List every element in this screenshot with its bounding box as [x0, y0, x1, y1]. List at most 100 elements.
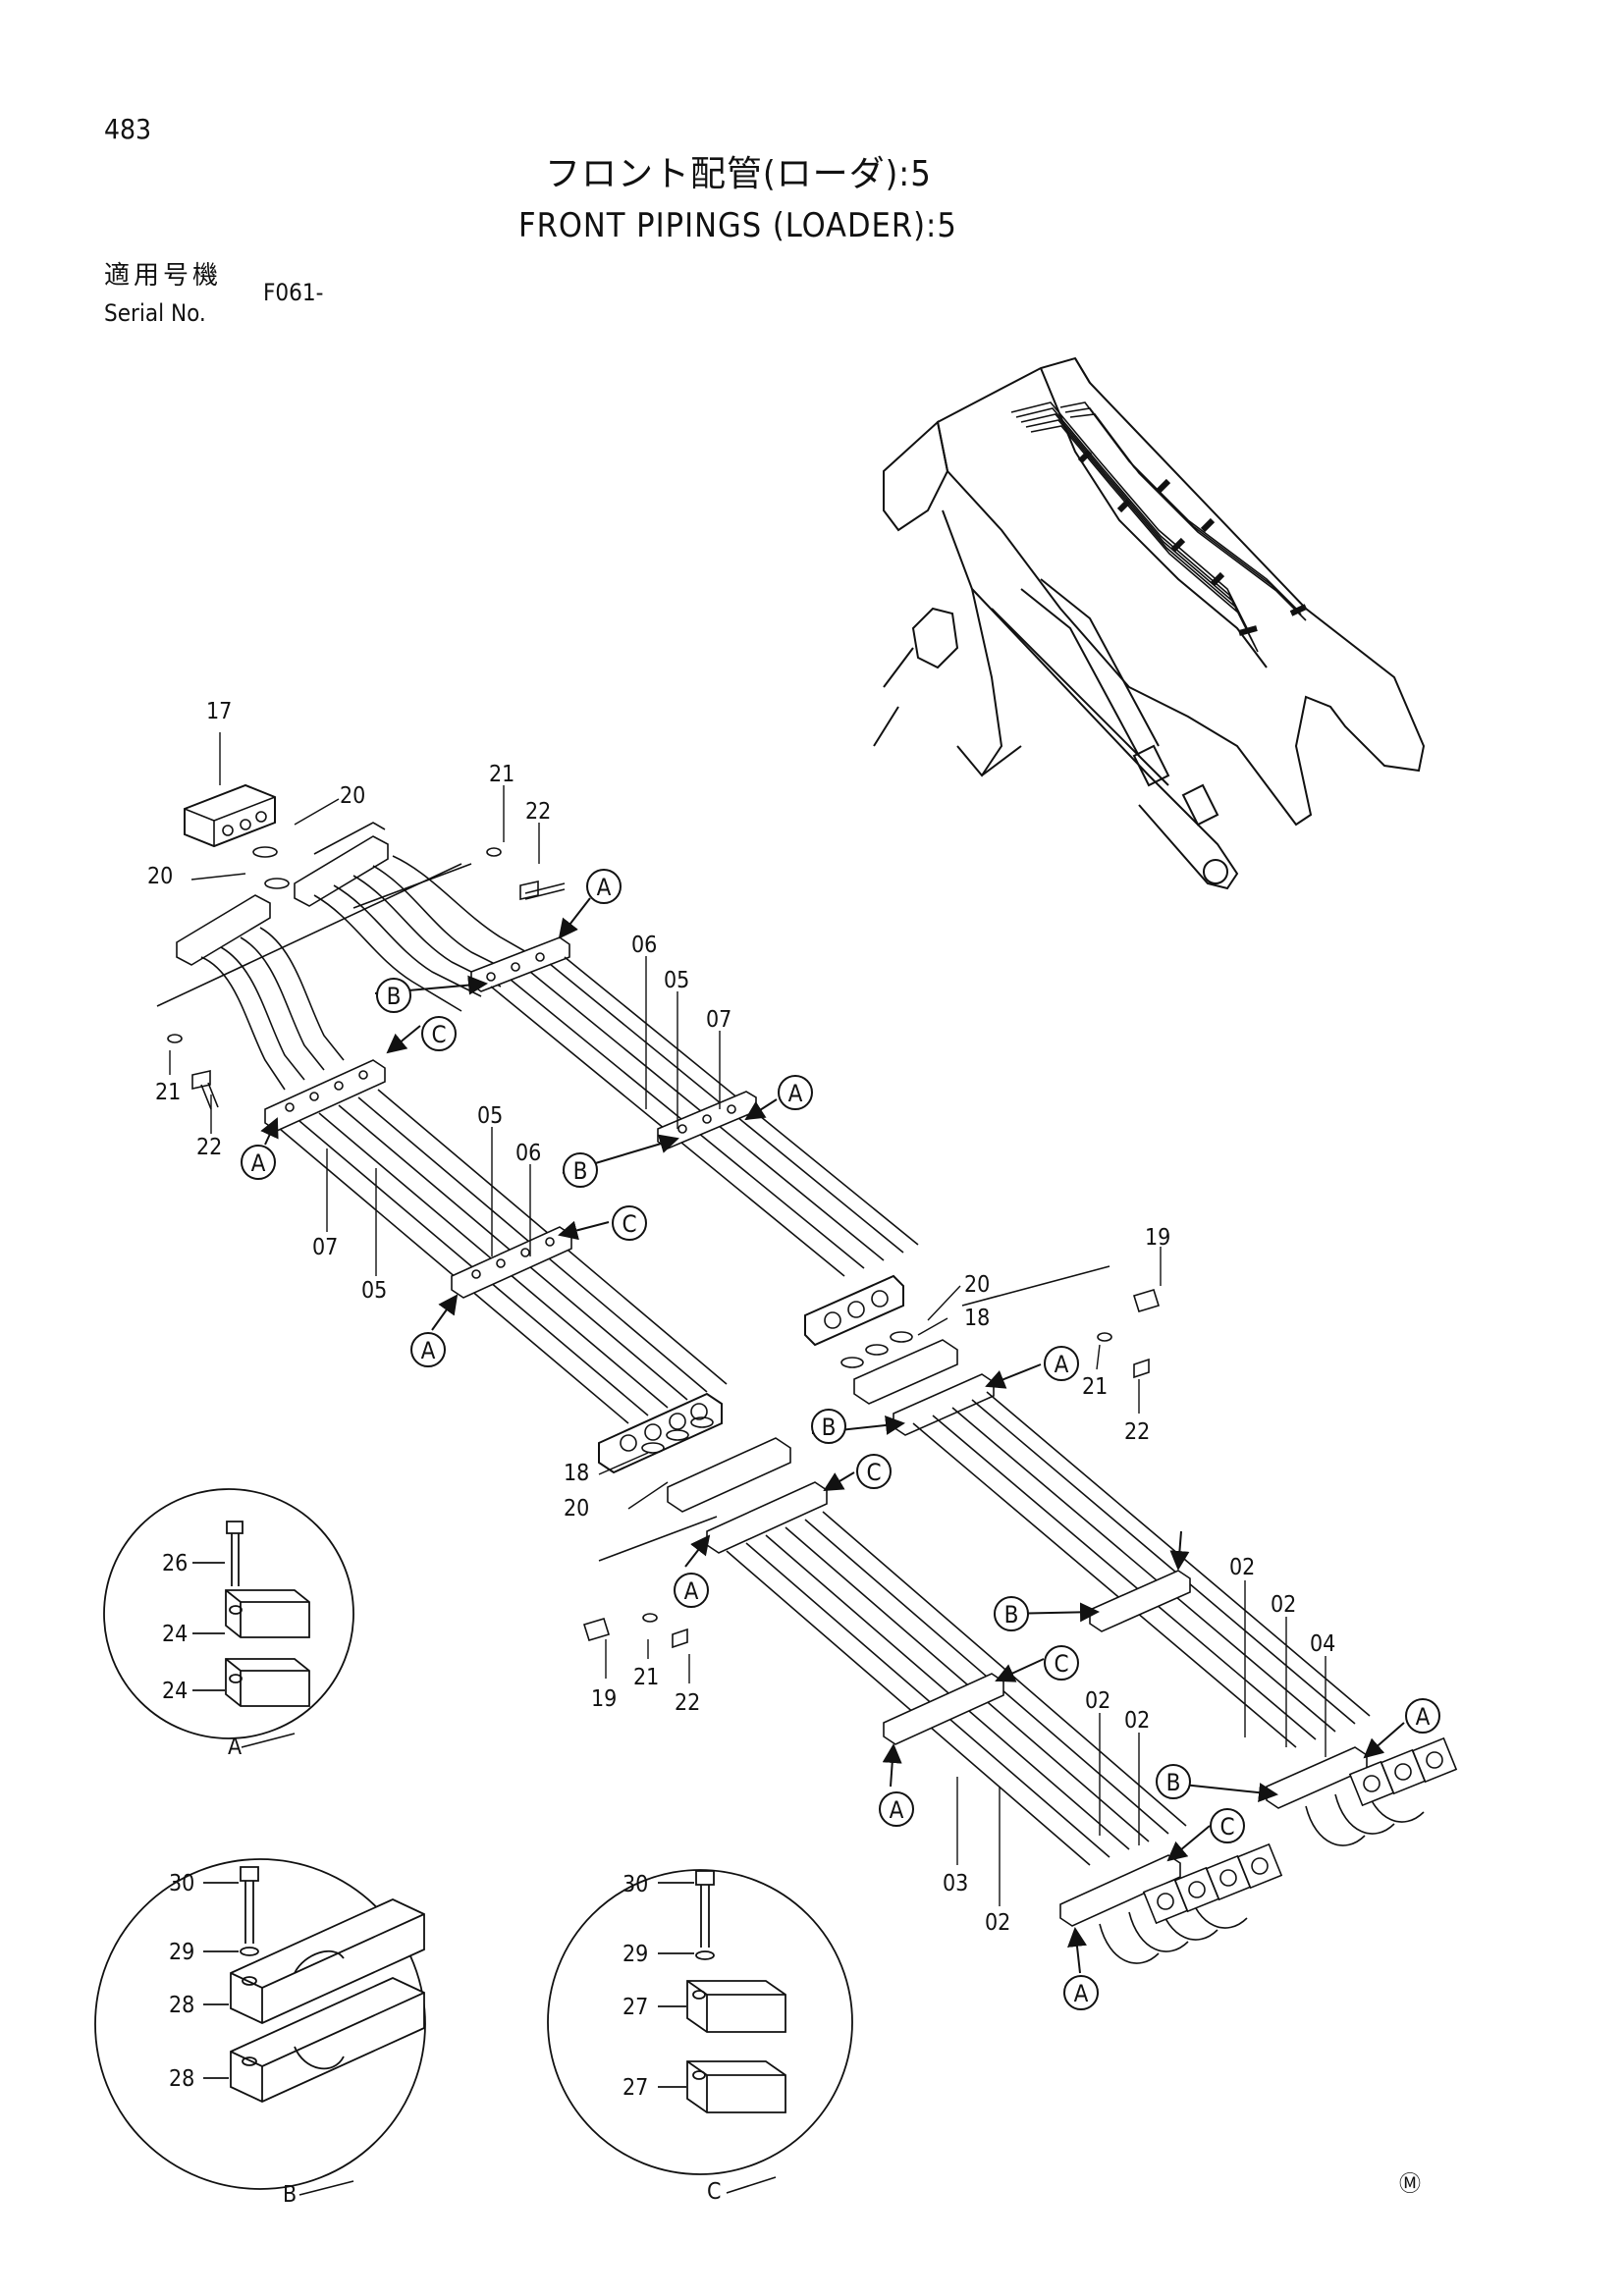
page-title-english: FRONT PIPINGS (LOADER):5: [518, 206, 957, 245]
part-label-02: 02: [1085, 1688, 1110, 1714]
callout-a: A: [778, 1075, 813, 1110]
callout-c: C: [421, 1016, 457, 1051]
callout-a: A: [1044, 1346, 1079, 1381]
callout-c: C: [1210, 1808, 1245, 1843]
detail-caption-tails: [241, 1733, 777, 2196]
callout-a: A: [410, 1332, 446, 1367]
page-number: 483: [104, 113, 152, 145]
part-label-20: 20: [147, 864, 173, 889]
callout-b: B: [811, 1409, 846, 1444]
part-label-20: 20: [564, 1496, 589, 1522]
part-label-30: 30: [169, 1871, 194, 1896]
leader-lines: [169, 732, 1326, 1906]
detail-view-c-caption: C: [707, 2179, 721, 2205]
part-label-22: 22: [525, 799, 551, 825]
svg-text:C: C: [431, 1021, 446, 1048]
svg-text:A: A: [1055, 1351, 1069, 1378]
part-label-24: 24: [162, 1622, 188, 1647]
serial-label-japanese: 適用号機: [104, 261, 223, 291]
part-label-04: 04: [1310, 1631, 1335, 1657]
svg-text:B: B: [1004, 1601, 1019, 1629]
part-label-02: 02: [1271, 1592, 1296, 1618]
callout-b: B: [376, 978, 411, 1013]
part-label-29: 29: [623, 1942, 648, 1967]
detail-view-b: [94, 1858, 426, 2190]
callout-c: C: [612, 1205, 647, 1241]
part-label-22: 22: [196, 1135, 222, 1160]
svg-text:A: A: [890, 1796, 904, 1824]
part-label-17: 17: [206, 699, 232, 724]
part-label-21: 21: [633, 1665, 659, 1690]
svg-text:A: A: [597, 874, 612, 901]
part-label-07: 07: [312, 1235, 338, 1260]
part-label-27: 27: [623, 2075, 648, 2101]
part-label-28: 28: [169, 2066, 194, 2092]
serial-number-value: F061-: [263, 279, 324, 306]
callout-a: A: [241, 1145, 276, 1180]
callout-letters: A B C A A B C A A B C A B C A A B C A: [241, 869, 1440, 2010]
svg-text:C: C: [1054, 1650, 1068, 1678]
svg-text:A: A: [251, 1149, 266, 1177]
part-label-20: 20: [340, 783, 365, 809]
svg-text:A: A: [1416, 1703, 1431, 1731]
svg-text:C: C: [866, 1459, 881, 1486]
svg-text:B: B: [387, 983, 402, 1010]
part-label-18: 18: [564, 1461, 589, 1486]
lower-pipe-assembly: [582, 1265, 1458, 1964]
callout-b: B: [563, 1152, 598, 1188]
part-label-02: 02: [1124, 1708, 1150, 1734]
serial-label-english: Serial No.: [104, 299, 206, 327]
detail-view-a-caption: A: [228, 1735, 242, 1760]
footer-mark: Ⓜ: [1399, 2172, 1421, 2197]
part-label-30: 30: [623, 1872, 648, 1897]
part-label-03: 03: [943, 1871, 968, 1896]
svg-text:B: B: [573, 1157, 588, 1185]
part-label-05: 05: [477, 1103, 503, 1129]
part-label-28: 28: [169, 1993, 194, 2018]
part-label-19: 19: [591, 1686, 617, 1712]
detail-view-b-caption: B: [283, 2182, 297, 2208]
page-title-japanese: フロント配管(ローダ):5: [545, 154, 932, 194]
callout-c: C: [1044, 1645, 1079, 1681]
part-label-02: 02: [1229, 1555, 1255, 1580]
part-label-24: 24: [162, 1679, 188, 1704]
svg-text:C: C: [622, 1210, 636, 1238]
callout-a: A: [586, 869, 622, 904]
detail-view-c-labels: 30 29 27 27 C: [623, 1872, 721, 2205]
part-label-19: 19: [1145, 1225, 1170, 1251]
svg-text:A: A: [684, 1577, 699, 1605]
part-label-22: 22: [1124, 1419, 1150, 1445]
callout-a: A: [1063, 1975, 1099, 2010]
detail-view-c: [547, 1869, 853, 2175]
part-label-22: 22: [675, 1690, 700, 1716]
svg-text:A: A: [1074, 1980, 1089, 2007]
part-label-21: 21: [155, 1080, 181, 1105]
part-label-18: 18: [964, 1306, 990, 1331]
svg-text:B: B: [1166, 1769, 1181, 1796]
part-label-05: 05: [664, 968, 689, 993]
callout-a: A: [1405, 1698, 1440, 1734]
machine-overview-illustration: [873, 356, 1426, 890]
svg-text:A: A: [788, 1080, 803, 1107]
callout-c: C: [856, 1454, 892, 1489]
part-label-21: 21: [489, 762, 514, 787]
callout-a: A: [674, 1573, 709, 1608]
detail-view-a: [103, 1488, 354, 1739]
part-label-27: 27: [623, 1995, 648, 2020]
part-label-05: 05: [361, 1278, 387, 1304]
svg-text:B: B: [822, 1414, 837, 1441]
part-label-29: 29: [169, 1940, 194, 1965]
part-label-20: 20: [964, 1272, 990, 1298]
detail-view-b-labels: 30 29 28 28 B: [169, 1871, 297, 2208]
part-label-06: 06: [631, 933, 657, 958]
callout-b: B: [1156, 1764, 1191, 1799]
part-number-labels: 17 20 20 21 22 06 05 07 21 22 05 06 07 0…: [147, 699, 1335, 1936]
part-label-21: 21: [1082, 1374, 1108, 1400]
part-label-06: 06: [515, 1141, 541, 1166]
part-label-07: 07: [706, 1007, 731, 1033]
svg-text:A: A: [421, 1337, 436, 1364]
part-label-26: 26: [162, 1551, 188, 1576]
part-label-02: 02: [985, 1910, 1010, 1936]
callout-b: B: [994, 1596, 1029, 1631]
